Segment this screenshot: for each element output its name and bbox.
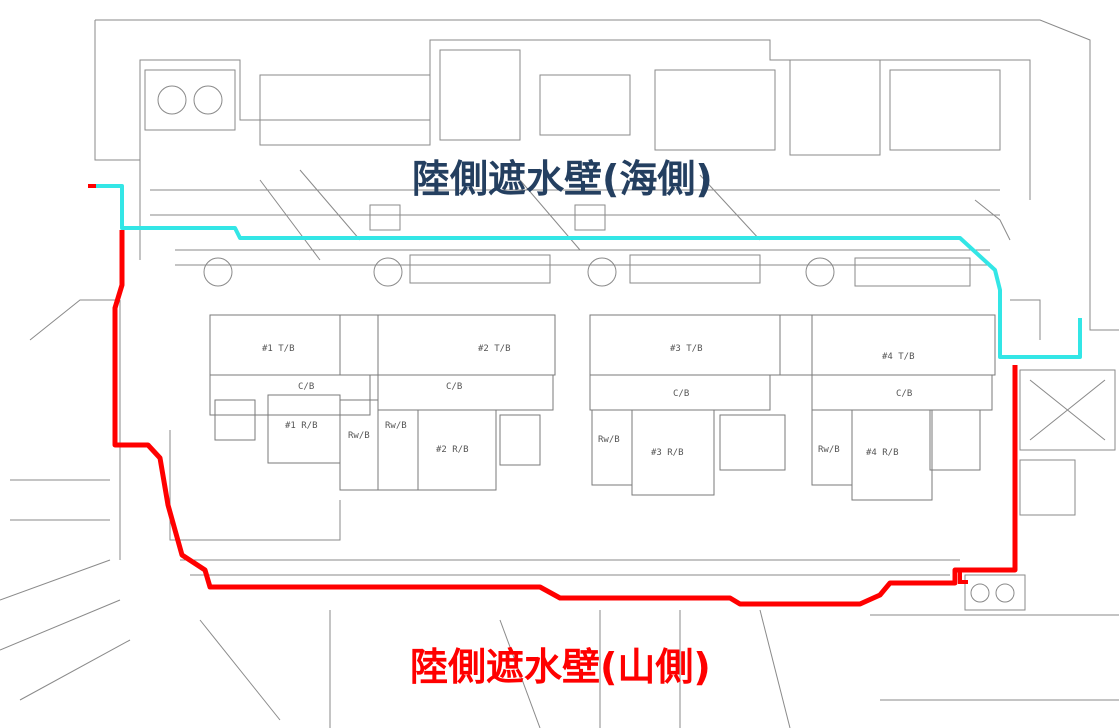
u1-radwaste-building (339, 399, 379, 491)
label-cb-3: C/B (673, 389, 689, 399)
label-u2-rb: #2 R/B (436, 445, 469, 455)
u3-radwaste-building (591, 409, 633, 486)
label-u3-tb: #3 T/B (670, 344, 703, 354)
u2-reactor-building (417, 409, 497, 491)
site-linework (0, 19, 1119, 728)
u2-control-building (377, 374, 554, 411)
u3-turbine-building (589, 314, 996, 376)
label-rwb-2: Rw/B (385, 421, 407, 431)
mountain-side-wall-notch (958, 572, 968, 584)
label-rwb-3: Rw/B (598, 435, 620, 445)
label-u1-rb: #1 R/B (285, 421, 318, 431)
label-rwb-1: Rw/B (348, 431, 370, 441)
label-cb-2: C/B (446, 382, 462, 392)
u1-control-building (209, 374, 371, 416)
label-u4-tb: #4 T/B (882, 352, 915, 362)
building-labels: #1 T/B #2 T/B #3 T/B #4 T/B C/B C/B C/B … (262, 344, 915, 458)
label-u3-rb: #3 R/B (651, 448, 684, 458)
mountain-side-wall-line (112, 230, 1018, 607)
label-rwb-4: Rw/B (818, 445, 840, 455)
mountain-side-wall-label: 陸側遮水壁(山側) (410, 645, 711, 689)
sea-side-wall-line (88, 184, 1082, 359)
u3-reactor-building (631, 409, 715, 496)
label-u2-tb: #2 T/B (478, 344, 511, 354)
label-u4-rb: #4 R/B (866, 448, 899, 458)
label-cb-1: C/B (298, 382, 314, 392)
label-cb-4: C/B (896, 389, 912, 399)
sea-side-wall-label: 陸側遮水壁(海側) (412, 157, 713, 201)
buildings (209, 314, 996, 501)
label-u1-tb: #1 T/B (262, 344, 295, 354)
u4-reactor-building (851, 409, 933, 501)
